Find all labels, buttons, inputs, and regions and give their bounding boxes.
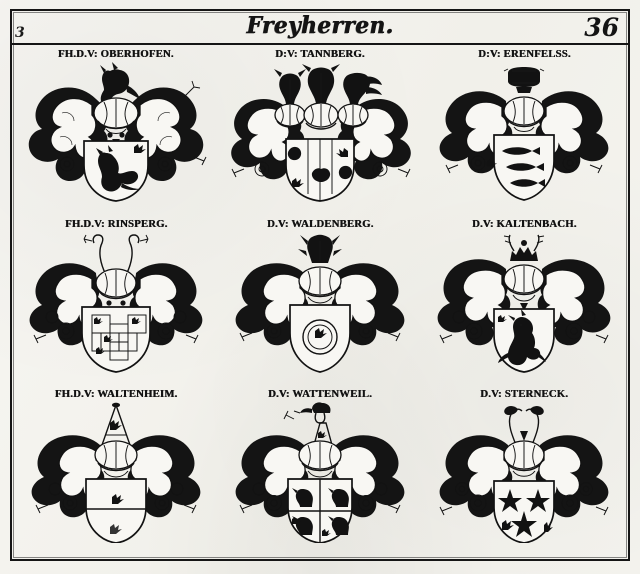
shield-waltenheim [85,478,147,543]
arms-caption: FH.D.V: RINSPERG. [64,219,168,230]
arms-figure-kaltenbach [426,231,622,373]
plate-border [10,9,630,561]
arms-cell-oberhofen: FH.D.V: OBERHOFEN. [14,46,218,216]
shield-rinsperg [81,306,151,373]
arms-figure-rinsperg [18,231,214,373]
arms-figure-waltenheim [18,401,214,543]
crest-left-plume [274,69,306,105]
arms-cell-waldenberg: D.V: WALDENBERG. [218,216,422,386]
folio-mark: 3 [15,25,25,41]
helmet [503,264,545,311]
arms-caption: D:V: TANNBERG. [275,49,365,60]
arms-caption: D.V: KALTENBACH. [471,219,577,230]
shield-tannberg [285,138,355,202]
arms-caption: FH.D.V: OBERHOFEN. [58,49,174,60]
helmets-three [274,102,369,130]
charge-quartered-lions [292,488,349,535]
crest-crowned-antlers [503,234,545,261]
arms-figure-oberhofen [18,61,214,203]
crest-maiden-bust [293,402,333,446]
arms-cell-kaltenbach: D.V: KALTENBACH. [422,216,626,386]
helmet [298,266,342,304]
helmet [94,440,138,478]
arms-cell-waltenheim: FH.D.V: WALTENHEIM. [14,386,218,556]
arms-cell-wattenweil: D.V: WATTENWEIL. [218,386,422,556]
crest-cushion [503,67,545,93]
charge-chequy [91,314,147,361]
crest-two-birds [496,403,552,446]
plate-header: 3 Freyherren. 36 [12,11,628,45]
arms-caption: D.V: WALDENBERG. [266,219,374,230]
arms-cell-erenfelss: D:V: ERENFELSS. [422,46,626,216]
arms-figure-sterneck [426,401,622,543]
shield-wattenweil [287,478,353,543]
arms-caption: D:V: ERENFELSS. [477,49,571,60]
arms-caption: D.V: STERNECK. [480,389,568,400]
arms-cell-sterneck: D.V: STERNECK. [422,386,626,556]
charge-lion-rampant [498,309,546,366]
crest-buffalo-horns [83,234,149,276]
coat-of-arms-grid: FH.D.V: OBERHOFEN. [14,46,626,556]
page-title: Freyherren. [246,12,394,39]
page-number: 36 [584,13,619,42]
charge-demi-horse [96,145,140,192]
arms-figure-erenfelss [426,61,622,203]
arms-figure-wattenweil [222,401,418,543]
crest-right-eagle-wing [343,72,382,105]
charge-three-fish [502,147,545,187]
shield-kaltenbach [493,308,555,373]
crest-demi-horse [100,62,140,103]
charge-three-stars [498,489,550,537]
arms-cell-rinsperg: FH.D.V: RINSPERG. [14,216,218,386]
helmet [503,440,545,477]
shield-erenfelss [486,134,555,201]
helmet [95,268,137,313]
crest-pointed-cap [101,402,131,446]
arms-caption: D.V: WATTENWEIL. [268,389,372,400]
helmet [298,440,342,478]
shield-waldenberg [289,304,351,373]
arms-caption: FH.D.V: WALTENHEIM. [54,389,178,400]
crest-plume [298,234,342,263]
shield-oberhofen [83,140,149,202]
arms-figure-waldenberg [222,231,418,373]
shield-sterneck [493,480,555,543]
crest-center-plume [302,64,340,105]
helmet [93,97,139,145]
arms-figure-tannberg [222,61,418,203]
charge-roundel [302,319,338,355]
helmet [503,96,545,132]
charge-keys [287,146,353,180]
arms-cell-tannberg: D:V: TANNBERG. [218,46,422,216]
